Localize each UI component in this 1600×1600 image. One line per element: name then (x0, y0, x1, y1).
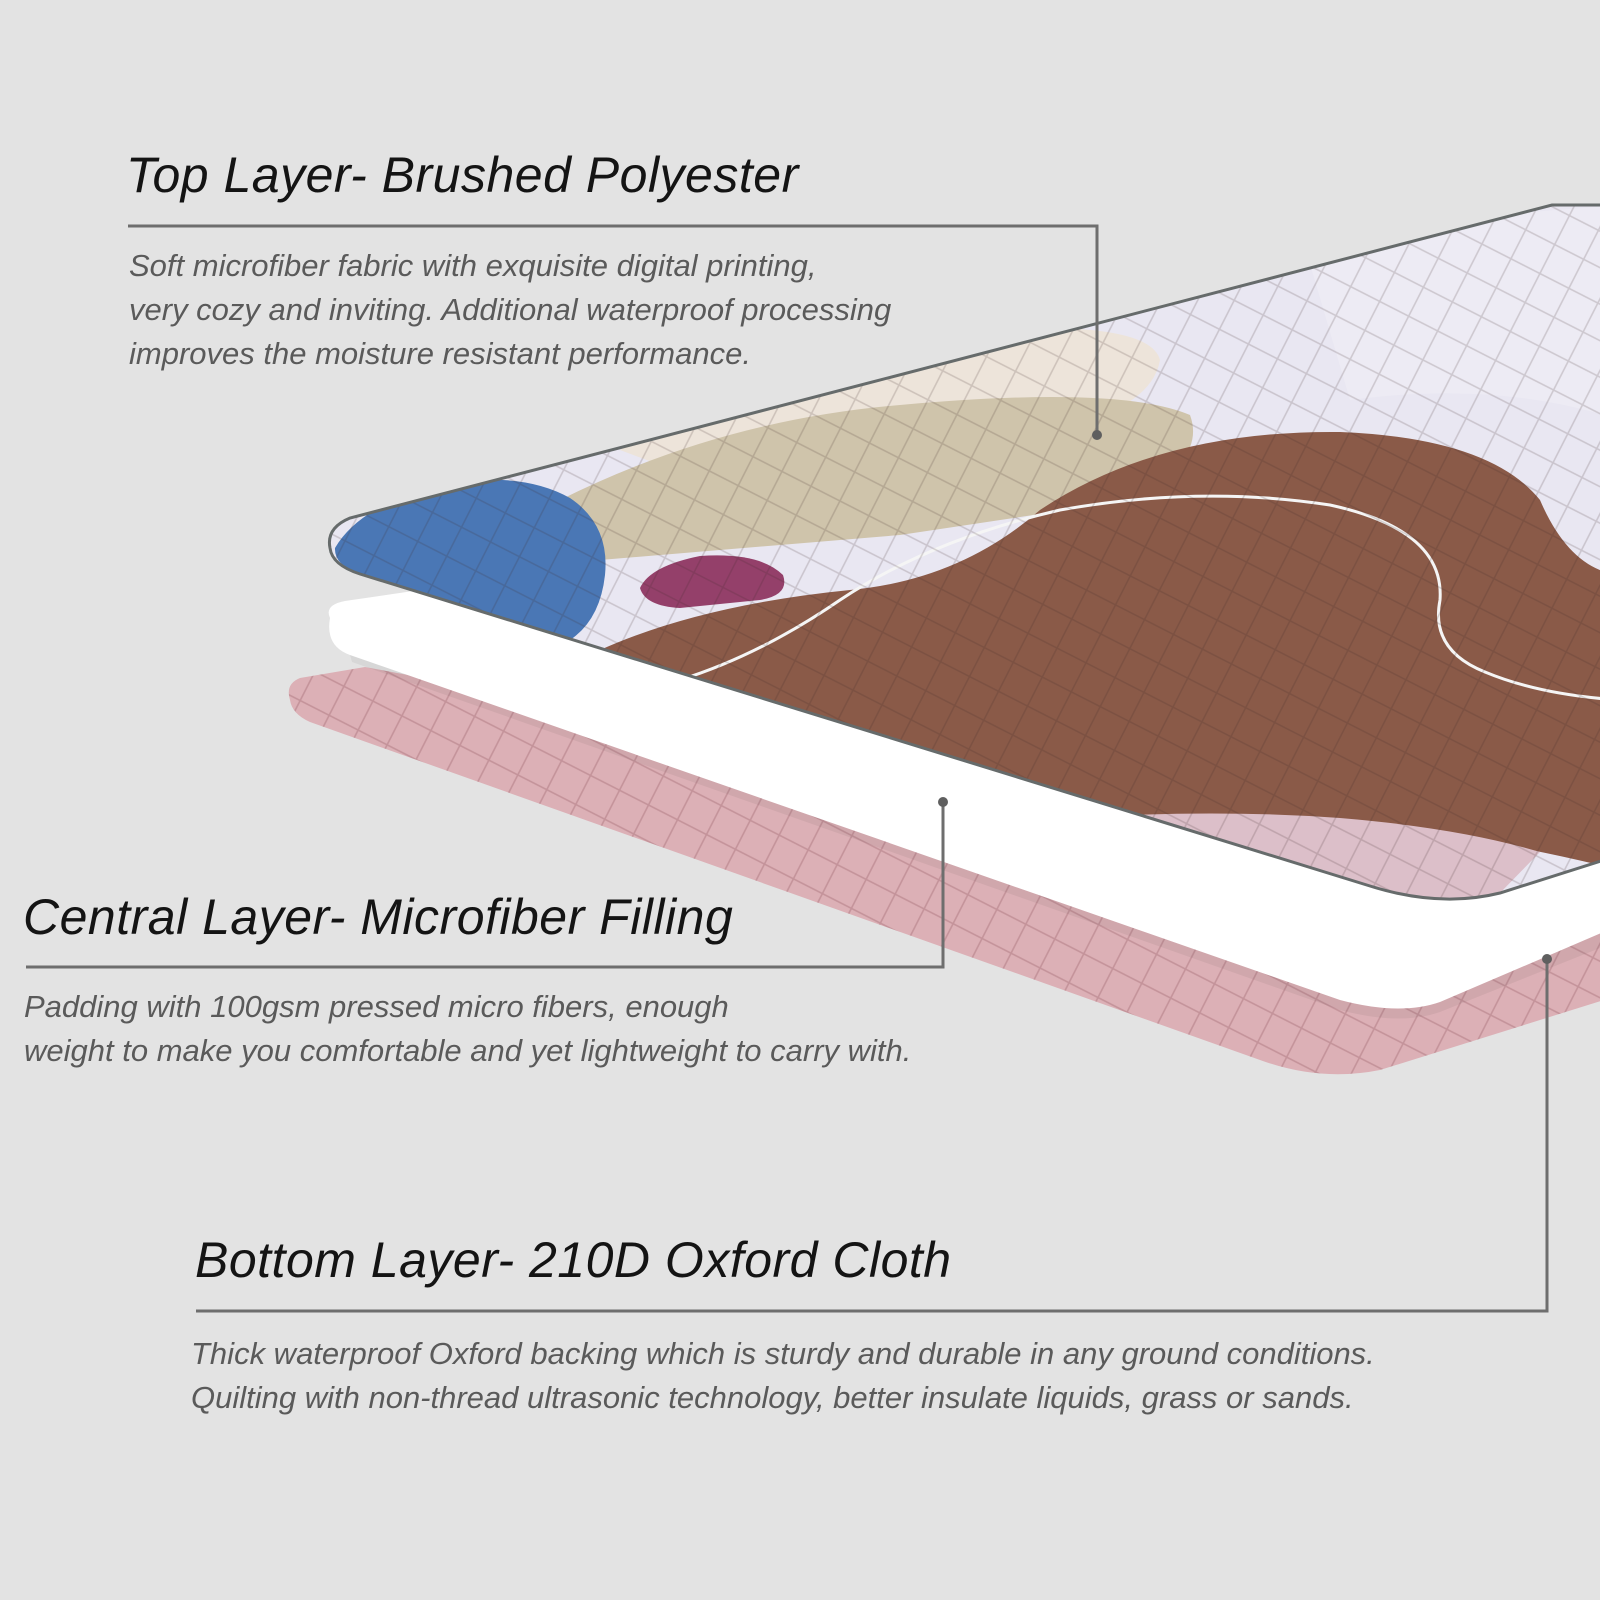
bottom-layer-title: Bottom Layer- 210D Oxford Cloth (195, 1232, 952, 1288)
bottom-layer-description: Thick waterproof Oxford backing which is… (191, 1332, 1375, 1420)
bottom-layer-description-line: Quilting with non-thread ultrasonic tech… (191, 1380, 1354, 1415)
top-layer-description-line: Soft microfiber fabric with exquisite di… (129, 248, 817, 283)
top-layer-description: Soft microfiber fabric with exquisite di… (129, 244, 891, 376)
central-layer-description: Padding with 100gsm pressed micro fibers… (24, 985, 911, 1073)
top-layer-callout-dot (1092, 430, 1102, 440)
central-layer-callout-line (26, 802, 945, 969)
central-layer-title: Central Layer- Microfiber Filling (23, 889, 734, 945)
top-layer-description-line: improves the moisture resistant performa… (129, 336, 751, 371)
central-layer-description-line: weight to make you comfortable and yet l… (24, 1033, 912, 1068)
top-fabric-edge (327, 203, 1600, 901)
top-layer-description-line: very cozy and inviting. Additional water… (129, 292, 892, 327)
central-layer-slab (328, 590, 1600, 1009)
callout-dots (938, 430, 1552, 964)
central-layer-description-line: Padding with 100gsm pressed micro fibers… (24, 989, 729, 1024)
bottom-layer-callout-line (196, 959, 1549, 1313)
central-layer-filling (328, 590, 1600, 1019)
bottom-layer-description-line: Thick waterproof Oxford backing which is… (191, 1336, 1375, 1371)
callout-lines (26, 224, 1549, 1313)
top-layer-callout-line (128, 224, 1099, 435)
bottom-layer-callout-dot (1542, 954, 1552, 964)
central-layer-callout-dot (938, 797, 948, 807)
top-layer-title: Top Layer- Brushed Polyester (126, 147, 799, 203)
